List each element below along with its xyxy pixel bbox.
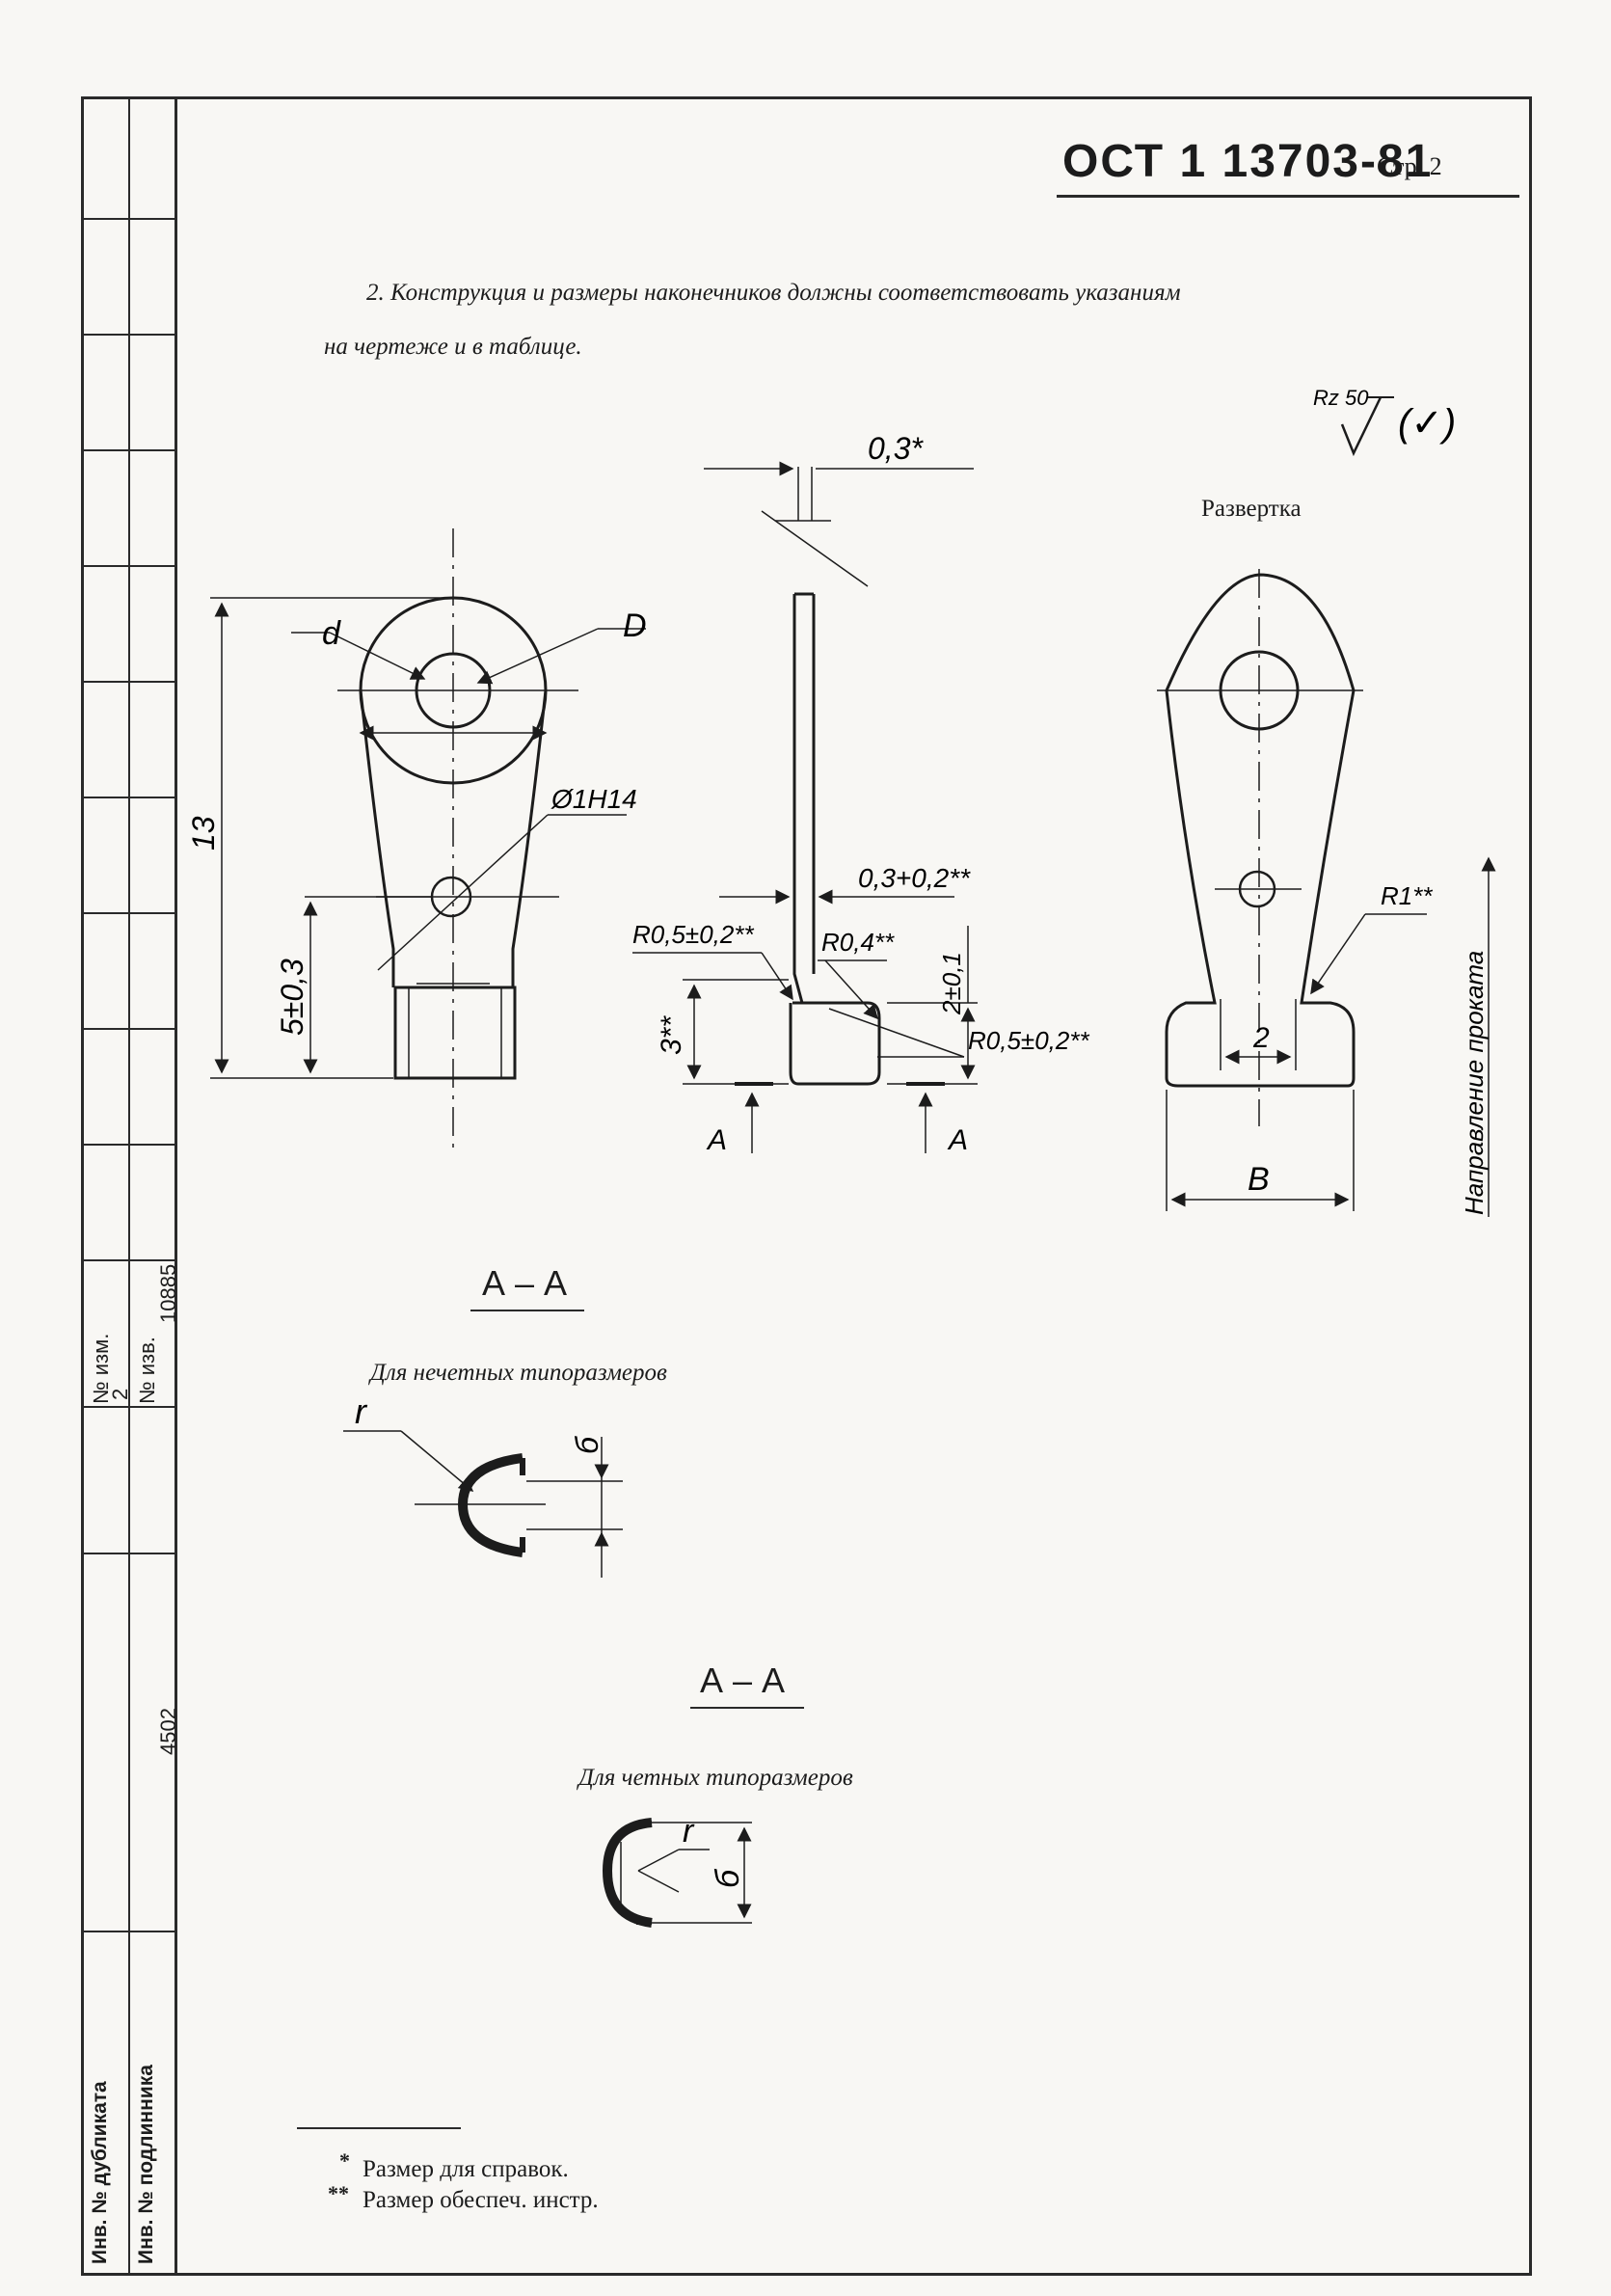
dim-r04: R0,4** [821,928,895,957]
dim-2-side: 2±0,1 [937,952,966,1015]
dim-2-flat: 2 [1252,1022,1270,1054]
section-even-drawing [602,1818,752,1928]
stamp-row-line [81,1553,177,1554]
dim-13: 13 [186,816,221,851]
razvertka-label: Развертка [1201,496,1302,522]
front-view [210,528,646,1148]
dim-B: B [1248,1161,1270,1198]
dim-r05-left: R0,5±0,2** [632,920,754,949]
section-even-underline [690,1707,804,1709]
section-odd-dim-r: r [355,1391,368,1431]
footnote-2-text: Размер обеспеч. инстр. [362,2187,599,2213]
stamp-row-line [81,334,177,336]
title-underline [1057,195,1519,198]
footnote-2-mark: ** [328,2181,349,2205]
stamp-row-line [81,1406,177,1408]
document-number: ОСТ 1 13703-81 [1062,136,1434,187]
roughness-symbol: Rz 50 (✓) [1313,386,1456,457]
section-odd-underline [470,1310,584,1311]
dim-d: d [322,615,341,652]
footnotes-rule [297,2127,461,2129]
footnote-1-text: Размер для справок. [362,2156,569,2182]
section-mark-left: A [706,1124,727,1156]
stamp-row-line [81,797,177,798]
stamp-strip [81,96,177,2276]
section-even-caption: Для четных типоразмеров [578,1765,853,1791]
dim-D: D [623,608,647,644]
dim-3: 3** [656,1015,687,1055]
dim-r05-right: R0,5±0,2** [968,1026,1089,1055]
section-even-dim-r: r [683,1813,695,1850]
stamp-row-line [81,565,177,567]
roughness-paren: (✓) [1398,402,1456,445]
stamp-row-line [81,681,177,683]
stamp-row-line [81,218,177,220]
stamp-row-line [81,1931,177,1932]
stamp-row-line [81,912,177,914]
stamp-row-line [81,1028,177,1030]
dim-thickness-ref: 0,3* [868,431,924,466]
stamp-row-line [81,1259,177,1261]
page-label: Стр. 2 [1377,152,1442,180]
sheet-frame [81,96,1532,2276]
paragraph-line-1: 2. Конструкция и размеры наконечников до… [366,280,1181,306]
section-odd-drawing [343,1430,623,1578]
dim-hole: Ø1H14 [550,784,637,814]
section-mark-right: A [947,1124,968,1156]
footnote-1-mark: * [339,2148,350,2173]
flat-view [1157,569,1496,1217]
section-even-dim-b: б [710,1868,746,1888]
dim-5: 5±0,3 [275,959,309,1036]
roughness-label: Rz 50 [1313,386,1369,410]
section-odd-dim-b: б [570,1436,604,1454]
dim-thickness: 0,3+0,2** [858,863,971,893]
section-even-title: А – А [700,1661,786,1700]
stamp-strip-divider [128,96,130,2276]
side-view [632,461,978,1153]
section-odd-caption: Для нечетных типоразмеров [370,1360,667,1386]
stamp-row-line [81,449,177,451]
rolling-direction-label: Направление проката [1460,951,1489,1215]
stamp-row-line [81,1144,177,1146]
dim-r1: R1** [1381,881,1433,910]
paragraph-line-2: на чертеже и в таблице. [324,334,582,360]
section-odd-title: А – А [482,1263,568,1303]
